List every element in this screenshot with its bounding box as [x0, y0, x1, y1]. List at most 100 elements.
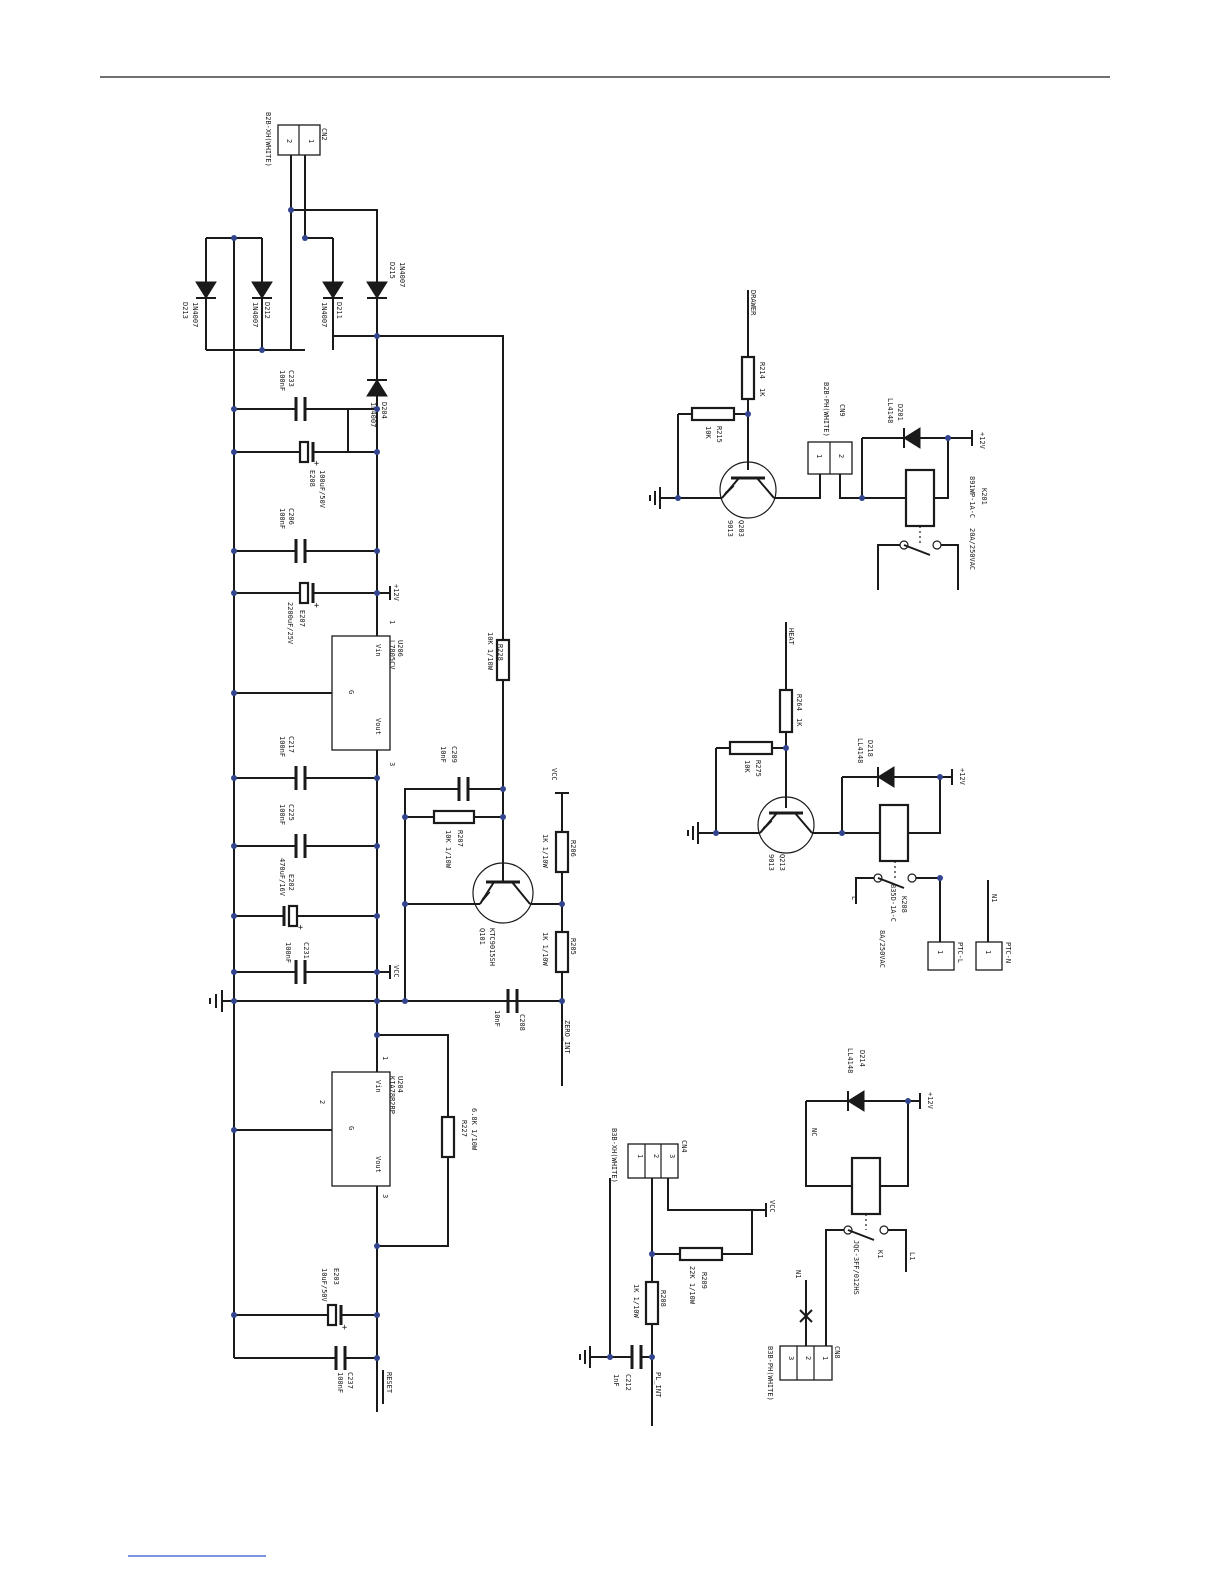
svg-text:10uF/50V: 10uF/50V [320, 1268, 328, 1303]
svg-text:+: + [314, 601, 319, 611]
svg-text:L7805CV: L7805CV [388, 640, 396, 670]
svg-text:3: 3 [381, 1194, 389, 1198]
svg-text:R206: R206 [569, 840, 577, 857]
svg-text:C225: C225 [287, 804, 295, 821]
svg-text:835D-1A-C: 835D-1A-C [889, 884, 897, 922]
svg-text:891WP-1A-C: 891WP-1A-C [968, 476, 976, 518]
diode-d213: D213 1N4007 [181, 281, 217, 327]
svg-text:R207: R207 [456, 830, 464, 847]
net-nc-k1: NC [810, 1128, 818, 1136]
svg-text:C217: C217 [287, 736, 295, 753]
ground-icon [687, 822, 699, 844]
svg-text:1K 1/10W: 1K 1/10W [632, 1284, 640, 1319]
svg-text:1: 1 [936, 950, 944, 954]
capacitor-c231: C231 100nF [234, 942, 377, 984]
svg-text:2: 2 [318, 1100, 326, 1104]
resistor-r264: R264 1K [778, 688, 803, 734]
svg-text:C233: C233 [287, 370, 295, 387]
svg-text:+12V: +12V [958, 768, 966, 786]
svg-text:ZERO_INT: ZERO_INT [563, 1020, 571, 1055]
relay-k1: K1 JQC-3FF/012HS [843, 1156, 889, 1295]
net-vcc-cn4: VCC [752, 1200, 776, 1217]
svg-text:+12V: +12V [926, 1092, 934, 1110]
svg-text:C208: C208 [518, 1014, 526, 1031]
svg-text:D211: D211 [335, 302, 343, 319]
diode-d215: D215 1N4007 [366, 262, 406, 299]
net-n1-heat: N1 [990, 894, 998, 902]
svg-text:Q213: Q213 [778, 854, 786, 871]
svg-text:HEAT: HEAT [787, 628, 795, 646]
svg-text:100nF: 100nF [278, 736, 286, 757]
svg-text:JQC-3FF/012HS: JQC-3FF/012HS [852, 1240, 860, 1295]
net-l1-k1: L1 [908, 1252, 916, 1260]
svg-text:E202: E202 [287, 874, 295, 891]
svg-text:U204: U204 [396, 1076, 404, 1093]
bridge-bottom-right [332, 335, 504, 640]
svg-text:20A/250VAC: 20A/250VAC [968, 528, 976, 570]
ground-icon [579, 1346, 591, 1368]
svg-text:E207: E207 [298, 610, 306, 627]
svg-text:D201: D201 [896, 404, 904, 421]
resistor-r228: R228 10K 1/10W [486, 632, 511, 682]
svg-text:10K: 10K [704, 426, 712, 439]
svg-text:N1: N1 [990, 894, 998, 902]
svg-text:LL4148: LL4148 [846, 1048, 854, 1073]
svg-text:10nF: 10nF [439, 746, 447, 763]
connector-cn4: 3 2 1 CN4 B3B-XH(WHITE) [610, 1128, 688, 1183]
svg-text:Vout: Vout [374, 1156, 382, 1173]
resistor-r275: R275 10K [728, 740, 774, 777]
svg-text:1: 1 [381, 1056, 389, 1060]
svg-text:CN8: CN8 [833, 1346, 841, 1359]
svg-text:100nF: 100nF [278, 508, 286, 529]
svg-text:1N4007: 1N4007 [398, 262, 406, 287]
diode-d201: D201 LL4148 [886, 398, 921, 449]
svg-text:VCC: VCC [392, 965, 400, 978]
electrolytic-e207: + E207 2200uF/25V [234, 581, 377, 645]
svg-text:C209: C209 [450, 746, 458, 763]
svg-text:1K 1/10W: 1K 1/10W [541, 834, 549, 869]
resistor-r209: R209 22K 1/10W [678, 1246, 724, 1305]
connector-cn2: 1 2 CN2 B2B-XH(WHITE) [264, 112, 328, 167]
svg-text:2: 2 [837, 454, 845, 458]
net-heat: HEAT [785, 622, 795, 690]
net-vcc-main: VCC [377, 965, 400, 979]
capacitor-c209: C209 10nF [439, 746, 470, 801]
junction-dots-cn4 [607, 1251, 655, 1360]
svg-text:B3B-PH(WHITE): B3B-PH(WHITE) [766, 1346, 774, 1401]
connector-ptc-n: 1 PTC-N [975, 941, 1012, 971]
svg-text:E203: E203 [332, 1268, 340, 1285]
svg-text:9013: 9013 [767, 854, 775, 871]
junction-dots-k1 [905, 1098, 911, 1104]
svg-text:2: 2 [285, 139, 293, 143]
svg-text:D214: D214 [858, 1050, 866, 1067]
svg-text:C237: C237 [346, 1372, 354, 1389]
svg-text:1K: 1K [795, 718, 803, 727]
svg-text:D213: D213 [181, 302, 189, 319]
transistor-q213: Q213 9013 [757, 796, 815, 871]
diode-d212: D212 1N4007 [251, 281, 273, 327]
svg-text:2: 2 [804, 1356, 812, 1360]
capacitor-c206: C206 100nF [234, 508, 377, 563]
svg-text:E208: E208 [308, 470, 316, 487]
svg-text:B3B-XH(WHITE): B3B-XH(WHITE) [610, 1128, 618, 1183]
svg-text:100uF/50V: 100uF/50V [318, 470, 326, 509]
junction-dots-heat [713, 745, 943, 881]
svg-text:VCC: VCC [768, 1200, 776, 1213]
svg-text:R214: R214 [758, 362, 766, 379]
svg-text:N1: N1 [794, 1270, 802, 1278]
regulator-u206: Vin Vout G U206 L7805CV 1 3 [234, 620, 404, 766]
svg-text:10K 1/10W: 10K 1/10W [486, 632, 494, 671]
diode-d211: D211 1N4007 [320, 281, 344, 327]
svg-text:C231: C231 [302, 942, 310, 959]
resistor-r214: R214 1K [740, 355, 766, 401]
svg-text:K201: K201 [980, 488, 988, 505]
diode-d214: D214 LL4148 [846, 1048, 866, 1112]
connector-ptc-l: 1 PTC-L [927, 941, 964, 971]
net-n1-k1: N1 [794, 1270, 802, 1278]
svg-text:R275: R275 [754, 760, 762, 777]
svg-text:1: 1 [388, 620, 396, 624]
svg-text:L1: L1 [908, 1252, 916, 1260]
wire-cn2-top [291, 209, 378, 280]
svg-text:RESET: RESET [385, 1372, 393, 1394]
